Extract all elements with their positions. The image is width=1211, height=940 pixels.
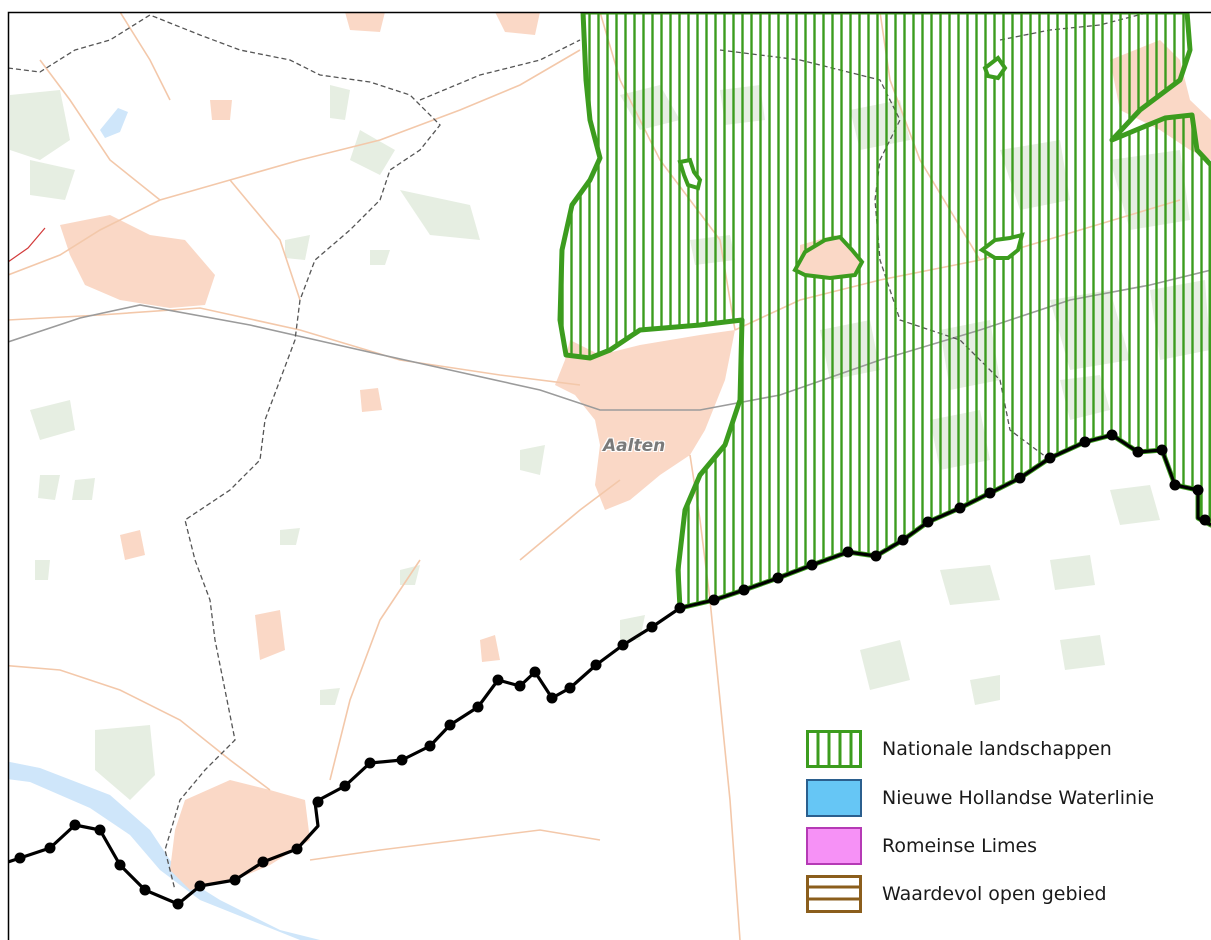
- legend-label: Waardevol open gebied: [882, 883, 1107, 905]
- legend-item-nationale-landschappen: Nationale landschappen: [806, 728, 1112, 770]
- legend-item-romeinse-limes: Romeinse Limes: [806, 825, 1037, 867]
- red-boundary-segment: [8, 227, 46, 263]
- green-vertical-hatch-swatch-icon: [806, 730, 862, 768]
- legend-label: Nieuwe Hollandse Waterlinie: [882, 787, 1155, 809]
- brown-horizontal-hatch-swatch-icon: [806, 875, 862, 913]
- water-bodies: [8, 108, 320, 940]
- blue-solid-swatch-icon: [806, 779, 862, 817]
- legend-item-waardevol-open-gebied: Waardevol open gebied: [806, 873, 1107, 915]
- place-label-aalten: Aalten: [603, 436, 666, 456]
- national-border: [8, 429, 1211, 910]
- legend-label: Nationale landschappen: [882, 738, 1112, 760]
- map-frame-border: [7, 11, 1211, 940]
- legend-item-nieuwe-hollandse-waterlinie: Nieuwe Hollandse Waterlinie: [806, 777, 1154, 819]
- map-legend: Nationale landschappen Nieuwe Hollandse …: [790, 718, 1211, 940]
- legend-label: Romeinse Limes: [882, 835, 1038, 857]
- pink-solid-swatch-icon: [806, 827, 862, 865]
